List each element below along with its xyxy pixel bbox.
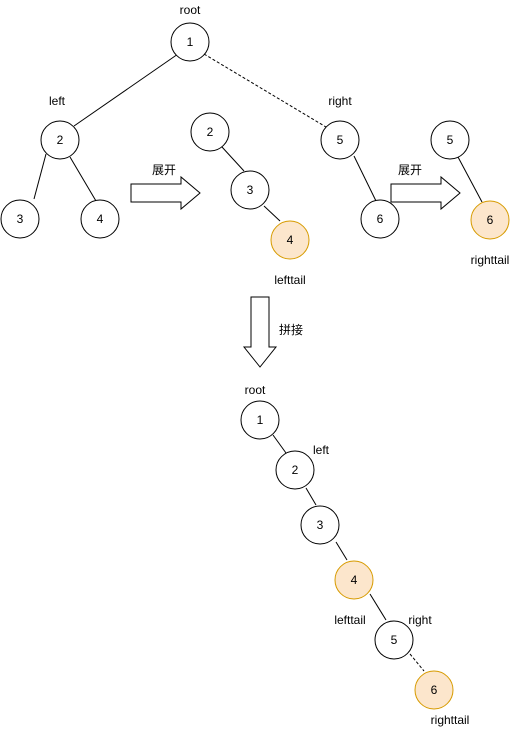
node-value: 5 — [337, 133, 344, 147]
block-arrow-right-icon — [390, 175, 461, 211]
block-arrow-right-icon — [130, 175, 201, 211]
label-right: right — [328, 94, 352, 108]
join-label: 拼接 — [279, 322, 303, 337]
tree-node: 1 — [240, 400, 280, 440]
edge-res-5-6 — [409, 653, 425, 672]
node-value: 1 — [257, 413, 264, 427]
right-flattened: 5 6 righttail — [430, 120, 510, 267]
node-value: 1 — [187, 35, 194, 49]
label-righttail: righttail — [431, 713, 470, 727]
node-value: 3 — [17, 212, 24, 226]
edge-rf-5-6 — [457, 156, 483, 203]
node-value: 5 — [391, 633, 398, 647]
label-root: root — [180, 3, 201, 17]
block-arrow-down-icon — [242, 296, 278, 368]
tree-node: 5 — [430, 120, 470, 160]
tree-node: 2 — [40, 120, 80, 160]
edge-res-1-2 — [272, 434, 287, 454]
tree-node: 2 — [275, 450, 315, 490]
label-right: right — [408, 613, 432, 627]
node-value: 2 — [207, 125, 214, 139]
left-flattened: 2 3 4 lefttail — [190, 112, 310, 287]
tree-node: 3 — [230, 170, 270, 210]
edge-lf-2-3 — [221, 146, 245, 172]
edge-root-right — [203, 53, 327, 128]
tree-node: 5 — [374, 620, 414, 660]
tree-node: 5 — [320, 120, 360, 160]
node-value: 2 — [292, 463, 299, 477]
edge-res-4-5 — [369, 593, 387, 621]
edge-res-2-3 — [305, 487, 317, 506]
tree-node: 1 — [170, 22, 210, 62]
node-value: 4 — [287, 233, 294, 247]
node-value: 3 — [317, 518, 324, 532]
original-tree: 1 2 3 4 5 6 root left right — [0, 3, 400, 239]
label-left: left — [313, 443, 330, 457]
label-root: root — [245, 383, 266, 397]
label-left: left — [49, 94, 66, 108]
node-value: 5 — [447, 133, 454, 147]
expand-arrow-left: 展开 — [130, 163, 201, 211]
tree-node: 2 — [190, 112, 230, 152]
edge-lf-3-4 — [263, 205, 281, 222]
node-value: 6 — [377, 212, 384, 226]
node-value: 4 — [97, 212, 104, 226]
expand-label-left: 展开 — [152, 163, 176, 177]
node-value: 4 — [351, 573, 358, 587]
label-righttail: righttail — [471, 253, 510, 267]
expand-arrow-right: 展开 — [390, 163, 461, 211]
edge-root-left — [73, 53, 179, 127]
label-lefttail: lefttail — [334, 613, 365, 627]
tree-node: 4 — [80, 199, 120, 239]
tree-node: 3 — [300, 505, 340, 545]
node-value: 6 — [431, 683, 438, 697]
expand-label-right: 展开 — [398, 163, 422, 177]
tree-node: 3 — [0, 199, 40, 239]
node-value: 2 — [57, 133, 64, 147]
join-arrow: 拼接 — [242, 296, 303, 368]
edge-2-4 — [69, 156, 97, 202]
edge-5-6 — [353, 155, 377, 202]
tree-node-highlighted: 6 — [414, 670, 454, 710]
edge-2-3 — [33, 153, 47, 200]
tree-node-highlighted: 6 — [470, 200, 510, 240]
edges — [33, 53, 483, 672]
result-list: 1 2 3 4 5 6 root left lefttail right rig… — [240, 383, 470, 727]
tree-node-highlighted: 4 — [270, 220, 310, 260]
tree-node-highlighted: 4 — [334, 560, 374, 600]
node-value: 3 — [247, 183, 254, 197]
label-lefttail: lefttail — [274, 273, 305, 287]
node-value: 6 — [487, 213, 494, 227]
edge-res-3-4 — [335, 541, 348, 561]
tree-node: 6 — [360, 199, 400, 239]
